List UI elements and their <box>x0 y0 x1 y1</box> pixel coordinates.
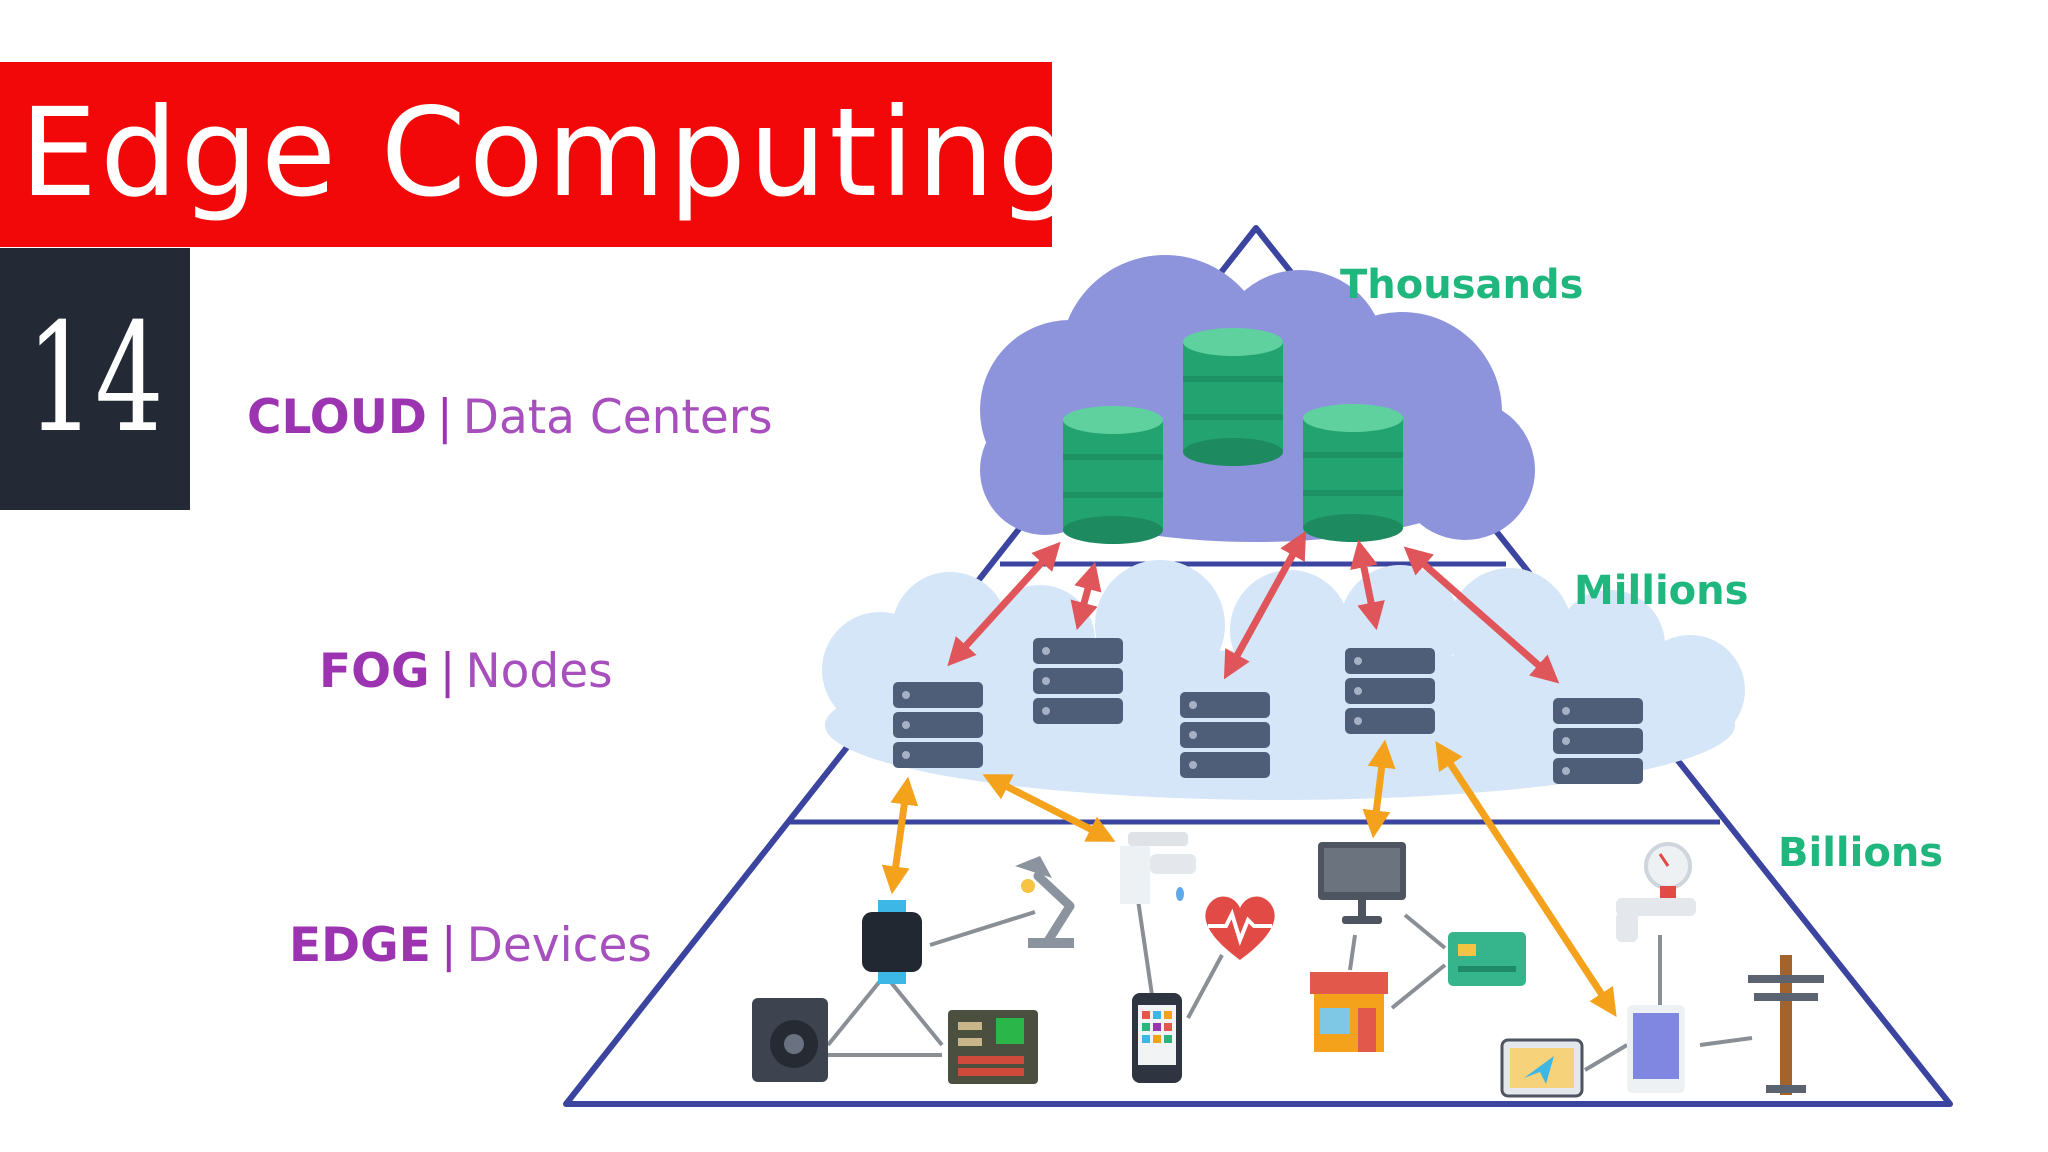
episode-number: 14 <box>26 292 164 466</box>
server-icon <box>1345 648 1435 734</box>
desk-lamp-icon <box>1015 856 1075 948</box>
title-banner <box>0 62 1052 247</box>
faucet-icon <box>1120 832 1196 904</box>
server-icon <box>1033 638 1123 724</box>
device-connections <box>826 899 1753 1072</box>
fog-layer-description: Nodes <box>465 644 613 699</box>
server-icon <box>1553 698 1643 784</box>
cloud-layer-name: CLOUD <box>247 390 427 445</box>
cloud-fog-arrow <box>1350 539 1385 631</box>
cloud-fog-arrow <box>947 541 1061 667</box>
tablet-icon <box>1627 1005 1685 1093</box>
fog-edge-arrow <box>982 774 1116 842</box>
fog-layer-separator: | <box>439 644 456 699</box>
video-title: Edge Computing <box>20 82 1078 224</box>
cloud-layer-label: CLOUD|Data Centers <box>247 390 773 445</box>
edge-layer-description: Devices <box>466 918 652 973</box>
server-icon <box>1180 692 1270 778</box>
database-icon <box>1063 406 1163 544</box>
cloud-fog-arrow <box>1403 546 1560 684</box>
cloud-layer-description: Data Centers <box>462 390 773 445</box>
edge-layer-label: EDGE|Devices <box>289 918 652 973</box>
cloud-fog-arrow <box>1223 530 1307 680</box>
fog-edge-arrow <box>1435 740 1617 1018</box>
fog-layer-name: FOG <box>319 644 430 699</box>
cloud-fog-arrow <box>1070 561 1102 631</box>
shop-icon <box>1310 972 1388 1052</box>
credit-card-icon <box>1448 932 1526 986</box>
fog-edge-arrow <box>1362 739 1396 839</box>
edge-layer-separator: | <box>440 918 457 973</box>
smartwatch-icon <box>862 900 922 984</box>
database-icon <box>1183 328 1283 466</box>
server-icon <box>893 682 983 768</box>
smartphone-icon <box>1132 993 1182 1083</box>
speaker-icon <box>752 998 828 1082</box>
gps-navigator-icon <box>1500 1038 1584 1098</box>
fog-count-label: Millions <box>1574 568 1749 614</box>
cloud-count-label: Thousands <box>1340 262 1584 308</box>
cloud-layer-separator: | <box>436 390 453 445</box>
gauge-meter-icon <box>1616 842 1696 942</box>
fog-edge-arrow <box>881 776 919 895</box>
power-pole-icon <box>1748 955 1824 1095</box>
database-icon <box>1303 404 1403 542</box>
fog-layer-label: FOG|Nodes <box>319 644 613 699</box>
circuit-board-icon <box>948 1010 1038 1084</box>
edge-count-label: Billions <box>1778 830 1944 876</box>
episode-number-box: 14 <box>0 248 190 510</box>
heart-rate-icon <box>1205 896 1275 960</box>
edge-layer-name: EDGE <box>289 918 431 973</box>
monitor-icon <box>1318 842 1406 924</box>
